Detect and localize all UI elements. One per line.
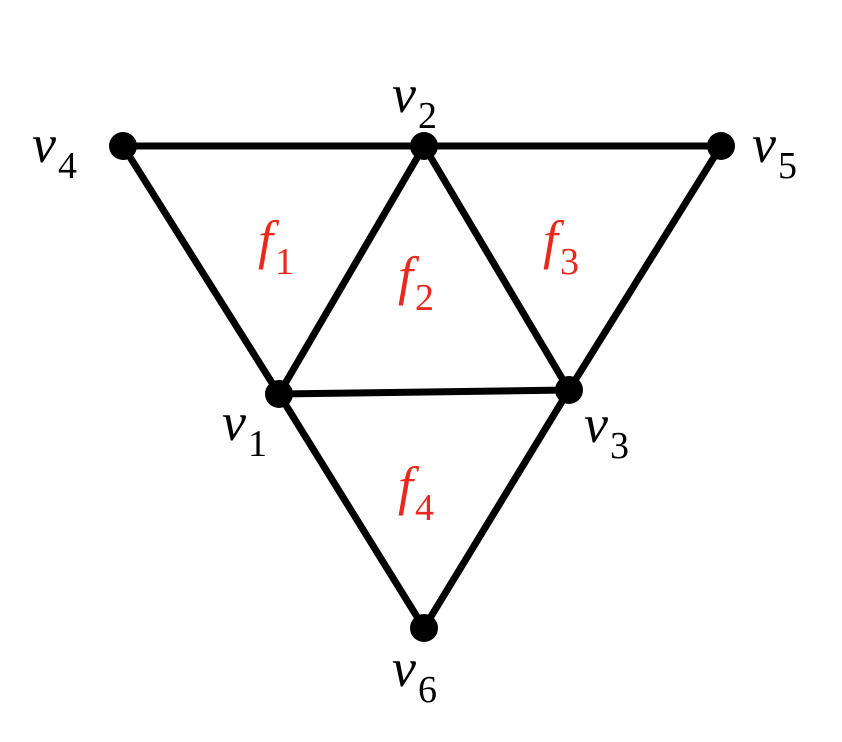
edge-v4-v1 xyxy=(119,142,283,398)
vertex-label-v6: v6 xyxy=(392,638,437,711)
vertex-v1 xyxy=(265,380,293,408)
edge-v1-v2 xyxy=(275,142,428,398)
edges-layer xyxy=(119,142,725,632)
edge-v1-v3 xyxy=(275,386,573,398)
labels-layer: v1 v2 v3 v4 v5 v6 f1 f2 f3 f4 xyxy=(32,64,797,711)
edge-v3-v6 xyxy=(420,386,573,632)
vertex-v5 xyxy=(707,132,735,160)
vertex-label-v4: v4 xyxy=(32,114,77,187)
vertex-label-v1: v1 xyxy=(222,392,267,465)
edge-v3-v5 xyxy=(565,142,725,394)
vertex-v4 xyxy=(109,132,137,160)
vertex-label-v2: v2 xyxy=(392,64,437,137)
vertices-layer xyxy=(109,132,735,642)
face-label-f3: f3 xyxy=(543,210,579,283)
face-label-f2: f2 xyxy=(398,246,434,319)
vertex-v3 xyxy=(555,376,583,404)
face-label-f1: f1 xyxy=(258,210,294,283)
vertex-v6 xyxy=(410,614,438,642)
edge-v1-v6 xyxy=(275,390,428,632)
vertex-v2 xyxy=(410,132,438,160)
vertex-label-v3: v3 xyxy=(584,394,629,467)
edge-v2-v3 xyxy=(420,142,573,394)
vertex-label-v5: v5 xyxy=(752,114,797,187)
face-label-f4: f4 xyxy=(398,456,434,529)
